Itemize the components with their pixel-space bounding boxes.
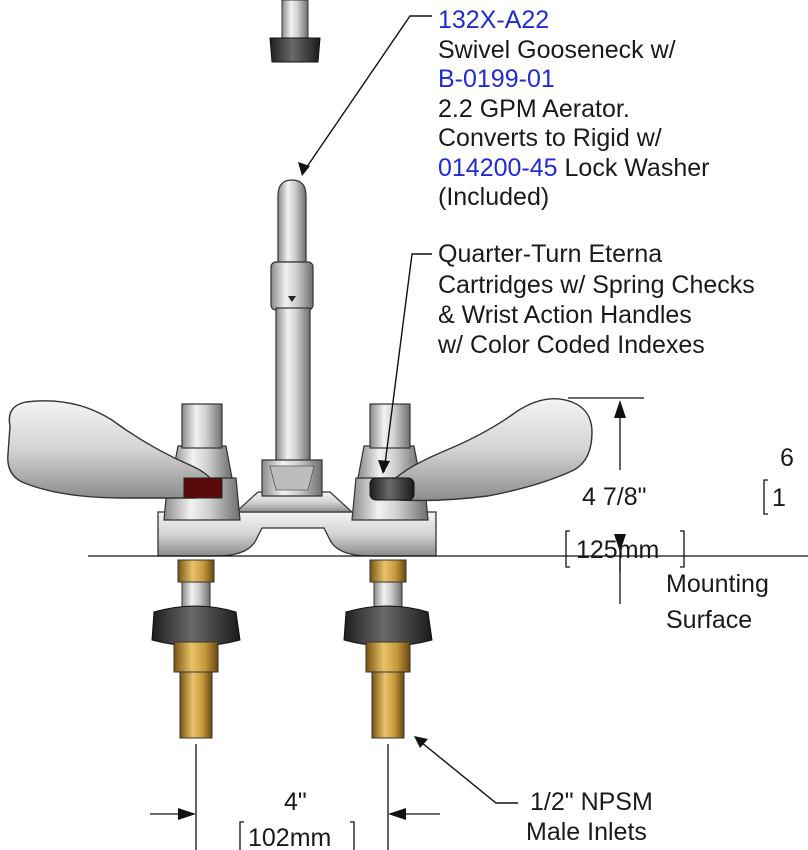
inlet-arrowhead: [414, 736, 428, 748]
center-imperial: 4": [284, 788, 307, 816]
left-stem: [181, 403, 223, 449]
inlet-line1: 1/2" NPSM: [530, 788, 653, 816]
partial-metric: 1: [772, 484, 786, 512]
gooseneck-line6: (Included): [438, 183, 549, 211]
right-wrist-handle: [369, 398, 593, 502]
inlet-callout: 1/2" NPSM Male Inlets: [526, 788, 653, 846]
gooseneck-part-number: 132X-A22: [438, 6, 549, 34]
mounting-label-line2: Surface: [666, 606, 752, 634]
left-wrist-handle: [7, 400, 223, 499]
right-locknut: [343, 605, 433, 647]
center-dimension: [150, 744, 440, 850]
gooseneck-leader: [301, 15, 432, 175]
spout-swivel-collar: [270, 261, 314, 311]
left-locknut: [151, 605, 241, 647]
center-metric-bracket-left: [239, 821, 244, 850]
washer-suffix: Lock Washer: [558, 154, 710, 182]
cartridge-callout: Quarter-Turn Eterna Cartridges w/ Spring…: [437, 240, 755, 359]
inlet-leader: [415, 737, 518, 804]
gooseneck-line5: 014200-45 Lock Washer: [438, 154, 709, 182]
gooseneck-line4: Converts to Rigid w/: [438, 124, 662, 152]
inlet-line2: Male Inlets: [526, 818, 647, 846]
partial-imperial: 6: [780, 444, 794, 472]
cold-index: [369, 477, 415, 501]
washer-part-number: 014200-45: [438, 154, 558, 182]
hot-index: [183, 477, 223, 499]
height-metric: 125mm: [576, 536, 659, 564]
height-metric-bracket-right: [680, 530, 685, 568]
cartridge-arrowhead: [378, 460, 390, 474]
gooseneck-line3: 2.2 GPM Aerator.: [438, 95, 630, 123]
height-dimension: [568, 397, 644, 604]
right-inlet: [343, 559, 433, 739]
collar-mark: [288, 296, 296, 302]
right-metric-bracket: [763, 479, 768, 515]
cartridge-line3: & Wrist Action Handles: [438, 301, 692, 329]
spout-stem: [275, 307, 311, 469]
gooseneck-callout: 132X-A22 Swivel Gooseneck w/ B-0199-01 2…: [438, 6, 709, 211]
mounting-label-line1: Mounting: [666, 570, 769, 598]
spout: [270, 179, 314, 469]
center-metric-bracket-right: [350, 821, 355, 850]
gooseneck-arrowhead: [298, 162, 310, 176]
gooseneck-tip: [269, 0, 321, 63]
height-imperial: 4 7/8": [582, 483, 646, 511]
gooseneck-line1: Swivel Gooseneck w/: [438, 36, 676, 64]
cartridge-line2: Cartridges w/ Spring Checks: [438, 271, 755, 299]
center-metric: 102mm: [248, 824, 331, 850]
height-metric-bracket-left: [565, 530, 570, 568]
aerator-part-number: B-0199-01: [438, 65, 555, 93]
right-stem: [369, 403, 411, 449]
cartridge-line4: w/ Color Coded Indexes: [437, 331, 705, 359]
left-inlet: [151, 559, 241, 739]
cartridge-leader: [383, 253, 432, 473]
cartridge-line1: Quarter-Turn Eterna: [438, 240, 662, 268]
